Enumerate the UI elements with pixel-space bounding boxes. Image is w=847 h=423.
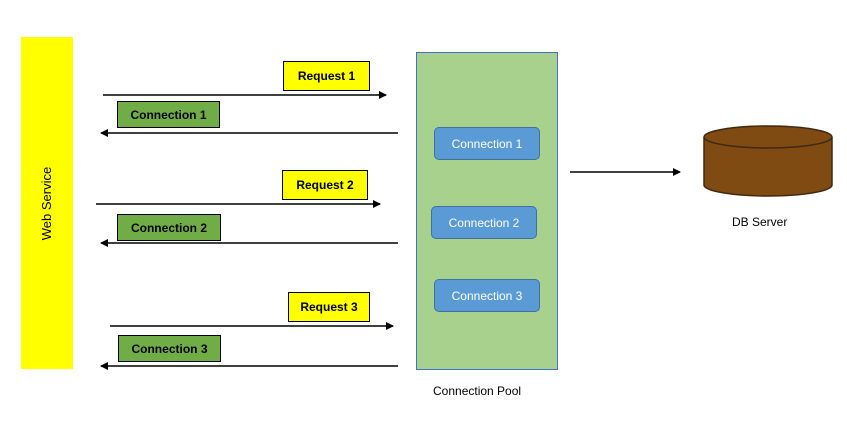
pool-connection-2: Connection 2: [431, 206, 537, 239]
response-connection-2-label: Connection 2: [117, 214, 221, 241]
web-service-label: Web Service: [39, 166, 55, 240]
request-2-label: Request 2: [282, 170, 368, 200]
web-service-bar: Web Service: [21, 37, 73, 369]
pool-connection-3: Connection 3: [434, 279, 540, 312]
pool-connection-1: Connection 1: [434, 127, 540, 160]
request-3-label: Request 3: [288, 292, 370, 322]
request-1-label: Request 1: [283, 61, 370, 91]
database-cylinder-icon: [703, 125, 833, 197]
connection-pool-caption: Connection Pool: [433, 384, 522, 398]
response-connection-3-label: Connection 3: [118, 335, 221, 362]
db-server-label: DB Server: [732, 215, 788, 229]
response-connection-1-label: Connection 1: [117, 101, 220, 128]
